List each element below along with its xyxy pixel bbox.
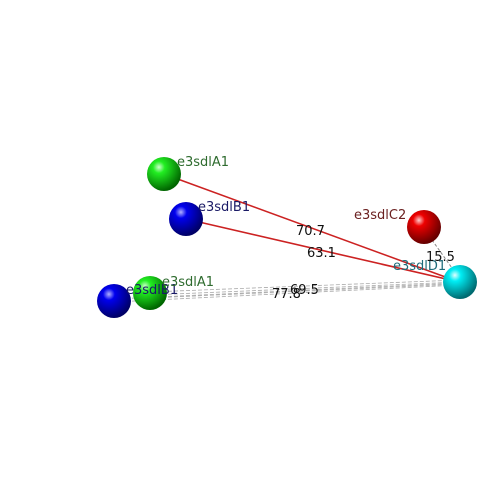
atom-label-c2: e3sdlC2 — [354, 208, 406, 223]
bond-line-b1b-d1 — [113, 282, 460, 303]
atom-sphere-a1-lower[interactable] — [133, 276, 167, 310]
atom-sphere-b1[interactable] — [169, 202, 203, 236]
bond-line-c2-d1 — [431, 239, 453, 269]
bond-line-a1-d1 — [163, 173, 460, 283]
atom-label-d1: e3sdlD1 — [393, 259, 446, 274]
atom-label-b1: e3sdlB1 — [198, 200, 250, 215]
atom-sphere-d1[interactable] — [443, 265, 477, 299]
atom-label-a1: e3sdlA1 — [177, 155, 229, 170]
distance-label-a1b-d1: 69.5 — [290, 283, 319, 298]
atom-label-a1-lower: e3sdlA1 — [162, 275, 214, 290]
atom-sphere-a1[interactable] — [147, 157, 181, 191]
atom-label-b1-lower: e3sdlB1 — [126, 283, 178, 298]
distance-label-a1-d1: 70.7 — [296, 224, 325, 239]
bond-lines — [113, 173, 460, 303]
distance-label-b1-d1: 63.1 — [307, 246, 336, 261]
atom-sphere-b1-lower[interactable] — [97, 284, 131, 318]
atom-sphere-c2[interactable] — [407, 210, 441, 244]
distance-label-c2-d1: 15.5 — [426, 250, 455, 265]
bond-line-b1-d1 — [185, 218, 460, 283]
distance-label-b1b-d1: 77.8 — [272, 287, 301, 302]
bond-line-a1b-d1 — [149, 279, 460, 299]
